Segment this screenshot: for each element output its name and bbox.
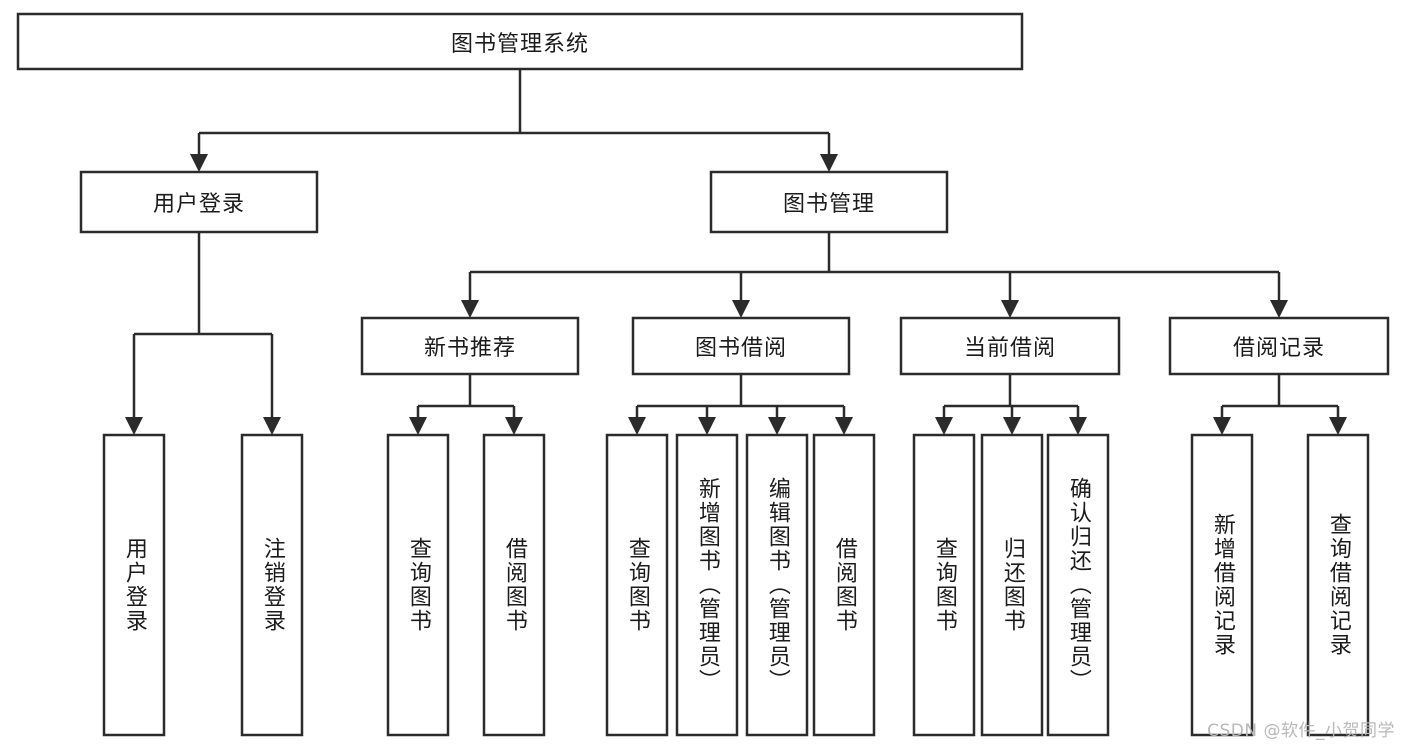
node-level3-0-e696b0e4b9a6e68ea8e88d90[interactable] (360, 316, 580, 376)
level3-3-arrow-0 (1213, 417, 1231, 435)
level3-1-arrow-3 (835, 417, 853, 435)
level3-1-arrow-2 (768, 417, 786, 435)
node-leaf-6-e7bc96e8be91e59bbee4b9a6[interactable] (745, 433, 809, 737)
node-level3-3-e5809fe99885e8aeb0e5bd95[interactable] (1168, 316, 1390, 376)
node-leaf-7-e5809fe99885e59bbee4b9a6[interactable] (812, 433, 876, 737)
level3-2-arrow-2 (1069, 417, 1087, 435)
book-mgmt-to-level3-arrow-1 (732, 300, 750, 318)
watermark-label: CSDN @软件_小贺同学 (1207, 721, 1395, 741)
node-leaf-0-e794a8e688b7e799bbe5bd95[interactable] (102, 433, 166, 737)
level3-1-arrow-0 (628, 417, 646, 435)
node-leaf-5-e696b0e5a29ee59bbee4b9a6[interactable] (675, 433, 739, 737)
level3-3-arrow-1 (1329, 417, 1347, 435)
node-leaf-3-e5809fe99885e59bbee4b9a6[interactable] (482, 433, 546, 737)
node-root[interactable] (16, 12, 1024, 71)
node-leaf-1-e6b3a8e99480e799bbe5bd95[interactable] (240, 433, 304, 737)
node-level2-1-e59bbee4b9a6e7aea1e79086[interactable] (709, 170, 949, 234)
user-login-to-leaves-arrow-0 (125, 417, 143, 435)
level3-0-arrow-1 (505, 417, 523, 435)
user-login-to-leaves-arrow-1 (263, 417, 281, 435)
node-leaf-2-e69fa5e8afa2e59bbee4b9a6[interactable] (386, 433, 450, 737)
node-leaf-8-e69fa5e8afa2e59bbee4b9a6[interactable] (912, 433, 976, 737)
level3-0-arrow-0 (409, 417, 427, 435)
level3-2-arrow-1 (1003, 417, 1021, 435)
node-level2-0-e794a8e688b7e799bbe5bd95[interactable] (79, 170, 319, 234)
node-leaf-10-e7a1aee8aea4e5bd92e8bf98[interactable] (1046, 433, 1110, 737)
node-leaf-9-e5bd92e8bf98e59bbee4b9a6[interactable] (980, 433, 1044, 737)
node-level3-1-e59bbee4b9a6e5809fe99885[interactable] (631, 316, 851, 376)
book-mgmt-to-level3-arrow-3 (1270, 300, 1288, 318)
node-layer (16, 12, 1390, 737)
book-mgmt-to-level3-arrow-2 (1001, 300, 1019, 318)
node-leaf-11-e696b0e5a29ee5809fe99885[interactable] (1190, 433, 1254, 737)
node-leaf-12-e69fa5e8afa2e5809fe99885[interactable] (1306, 433, 1370, 737)
level3-2-arrow-0 (935, 417, 953, 435)
connector-layer (125, 69, 1347, 435)
book-mgmt-to-level3-arrow-0 (461, 300, 479, 318)
root-to-level2-arrow-0 (190, 154, 208, 172)
node-level3-2-e5bd93e5898de5809fe99885[interactable] (899, 316, 1121, 376)
level3-1-arrow-1 (698, 417, 716, 435)
node-leaf-4-e69fa5e8afa2e59bbee4b9a6[interactable] (605, 433, 669, 737)
root-to-level2-arrow-1 (820, 154, 838, 172)
